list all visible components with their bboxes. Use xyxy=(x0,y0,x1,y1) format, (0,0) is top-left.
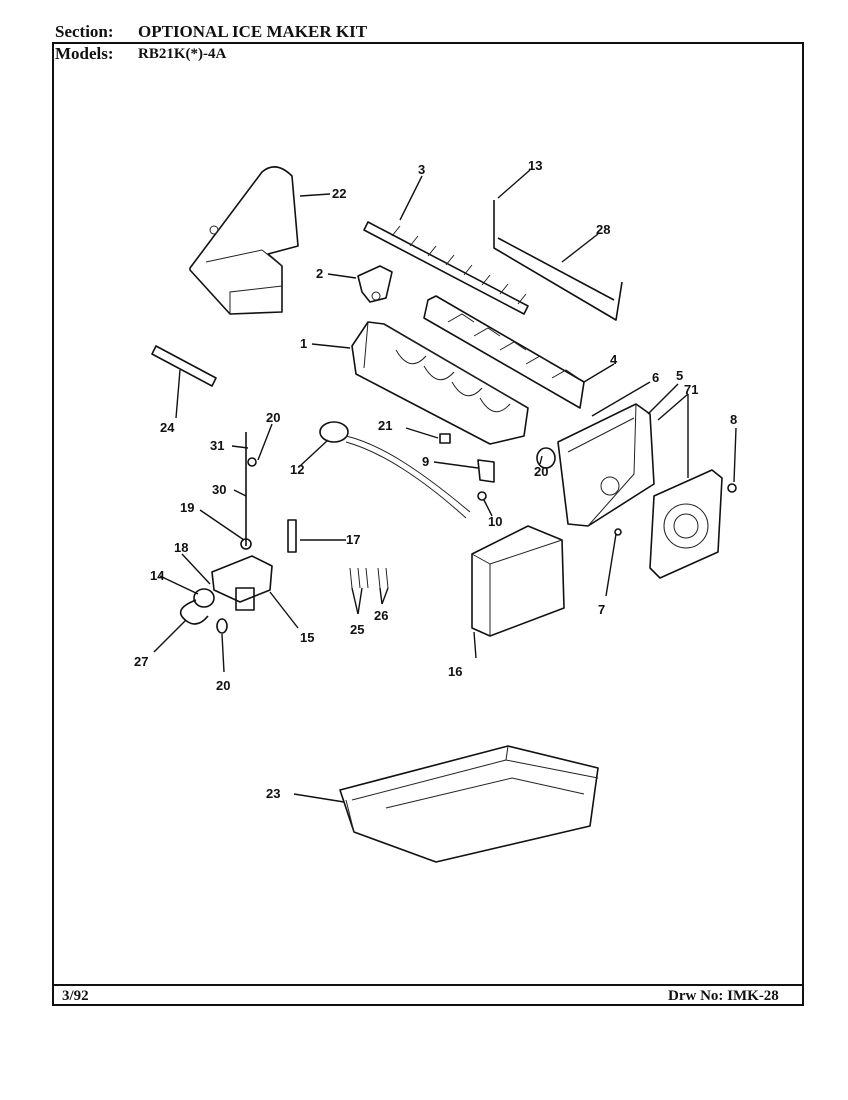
part-15-26-27-hardware xyxy=(287,519,389,589)
part-3-ejector xyxy=(363,221,529,315)
part-1-ice-mold xyxy=(351,321,529,445)
callout-16: 15 xyxy=(300,630,314,645)
part-4-stripper xyxy=(423,295,585,409)
part-24-seal xyxy=(151,345,217,387)
leader-lines xyxy=(153,169,737,803)
callout-15: 17 xyxy=(346,532,360,547)
callout-2: 2 xyxy=(316,266,323,281)
callout-labels: 22 3 13 28 2 1 4 6 5 71 8 24 20 31 30 19… xyxy=(134,158,737,801)
callout-20-lower: 20 xyxy=(216,678,230,693)
callout-28: 27 xyxy=(134,654,148,669)
callout-30: 30 xyxy=(212,482,226,497)
footer-rule xyxy=(52,984,804,986)
callout-14: 16 xyxy=(448,664,462,679)
parts-small-fittings xyxy=(439,433,737,536)
callout-19: 19 xyxy=(180,500,194,515)
callout-3: 3 xyxy=(418,162,425,177)
callout-25: 23 xyxy=(266,786,280,801)
callout-7: 7 xyxy=(598,602,605,617)
callout-71: 71 xyxy=(684,382,698,397)
callout-22: 21 xyxy=(378,418,392,433)
callout-21: 20 xyxy=(534,464,548,479)
drawing-frame xyxy=(52,42,804,1006)
part-23-shroud xyxy=(189,166,299,315)
callout-27: 26 xyxy=(374,608,388,623)
part-12-harness xyxy=(319,421,471,519)
callout-17: 14 xyxy=(150,568,165,583)
part-13-29-bail-arm xyxy=(493,200,623,321)
part-71-motor xyxy=(649,469,723,579)
part-2-bracket xyxy=(357,265,393,303)
callout-12: 12 xyxy=(290,462,304,477)
callout-31: 31 xyxy=(210,438,224,453)
callout-29: 28 xyxy=(596,222,610,237)
callout-6: 6 xyxy=(652,370,659,385)
callout-8: 8 xyxy=(730,412,737,427)
section-title: OPTIONAL ICE MAKER KIT xyxy=(138,22,368,41)
drawing-date: 3/92 xyxy=(62,988,89,1004)
callout-18: 18 xyxy=(174,540,188,555)
callout-9: 9 xyxy=(422,454,429,469)
callout-26: 25 xyxy=(350,622,364,637)
drawing-number: Drw No: IMK-28 xyxy=(668,988,779,1004)
callout-4: 4 xyxy=(610,352,618,367)
part-5-6-housing xyxy=(557,403,655,527)
section-label: Section: xyxy=(55,22,114,41)
part-25-ice-bucket xyxy=(339,745,599,863)
models-value: RB21K(*)-4A xyxy=(138,46,227,62)
callout-10: 10 xyxy=(488,514,502,529)
callout-20-upper: 20 xyxy=(266,410,280,425)
callout-5: 5 xyxy=(676,368,683,383)
models-label: Models: xyxy=(55,44,114,63)
callout-13: 13 xyxy=(528,158,542,173)
part-16-water-valve-assembly xyxy=(179,432,273,634)
callout-1: 1 xyxy=(300,336,307,351)
callout-23: 22 xyxy=(332,186,346,201)
part-14-cover xyxy=(471,525,565,637)
callout-24: 24 xyxy=(160,420,175,435)
